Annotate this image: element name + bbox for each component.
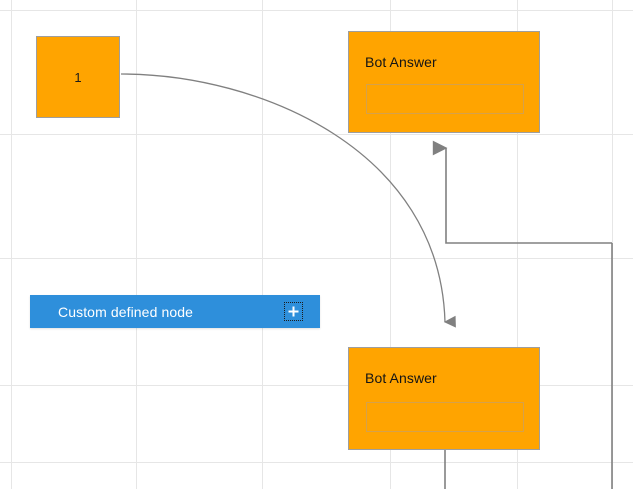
palette-item-label: Custom defined node: [58, 303, 193, 320]
node-answer-field[interactable]: [366, 84, 524, 114]
node-start[interactable]: 1: [36, 36, 120, 118]
node-title: Bot Answer: [365, 370, 437, 386]
node-start-label: 1: [74, 69, 82, 85]
node-bot-answer-bottom[interactable]: Bot Answer: [348, 347, 540, 450]
palette-item-custom-defined-node[interactable]: Custom defined node: [30, 295, 320, 328]
node-answer-field[interactable]: [366, 402, 524, 432]
plus-icon[interactable]: [284, 302, 303, 321]
node-title: Bot Answer: [365, 54, 437, 70]
node-bot-answer-top[interactable]: Bot Answer: [348, 31, 540, 133]
